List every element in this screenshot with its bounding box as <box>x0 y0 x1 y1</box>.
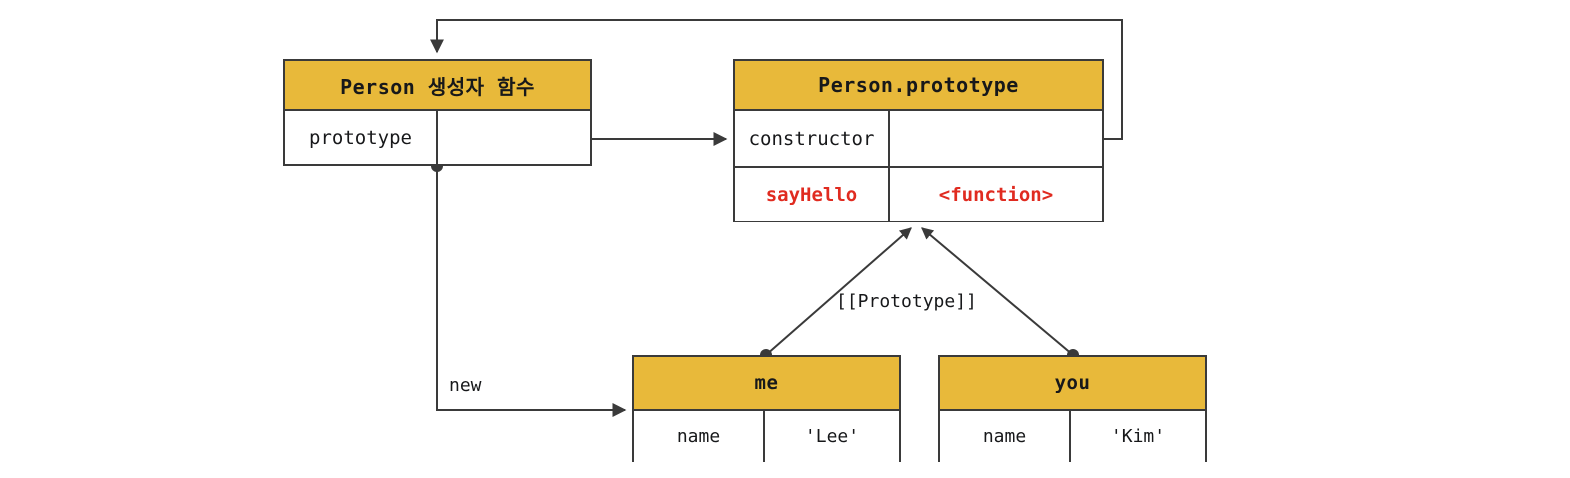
edge-new-to-me <box>431 160 627 417</box>
node-instance-me: me name 'Lee' <box>632 355 901 462</box>
proto-row-value-constructor <box>890 111 1102 166</box>
table-row: constructor <box>735 111 1102 166</box>
table-row: prototype <box>285 111 590 164</box>
edge-label-prototype: [[Prototype]] <box>836 291 977 312</box>
table-row: name 'Kim' <box>940 411 1205 462</box>
person-row-key-prototype: prototype <box>285 111 438 164</box>
node-you-header: you <box>940 357 1205 411</box>
node-person-prototype: Person.prototype constructor sayHello <f… <box>733 59 1104 222</box>
person-row-value-prototype <box>438 111 590 164</box>
node-me-header: me <box>634 357 899 411</box>
table-row: sayHello <function> <box>735 166 1102 221</box>
me-row-key-name: name <box>634 411 765 462</box>
node-person-prototype-header: Person.prototype <box>735 61 1102 111</box>
node-person-header: Person 생성자 함수 <box>285 61 590 111</box>
proto-row-value-sayhello: <function> <box>938 183 1054 206</box>
me-row-value-name: 'Lee' <box>804 426 860 447</box>
proto-row-key-sayhello: sayHello <box>735 168 890 221</box>
node-instance-you: you name 'Kim' <box>938 355 1207 462</box>
node-person-constructor: Person 생성자 함수 prototype <box>283 59 592 166</box>
proto-row-key-constructor: constructor <box>735 111 890 166</box>
edge-label-new: new <box>449 375 482 396</box>
you-row-key-name: name <box>940 411 1071 462</box>
you-row-value-name: 'Kim' <box>1110 426 1166 447</box>
table-row: name 'Lee' <box>634 411 899 462</box>
